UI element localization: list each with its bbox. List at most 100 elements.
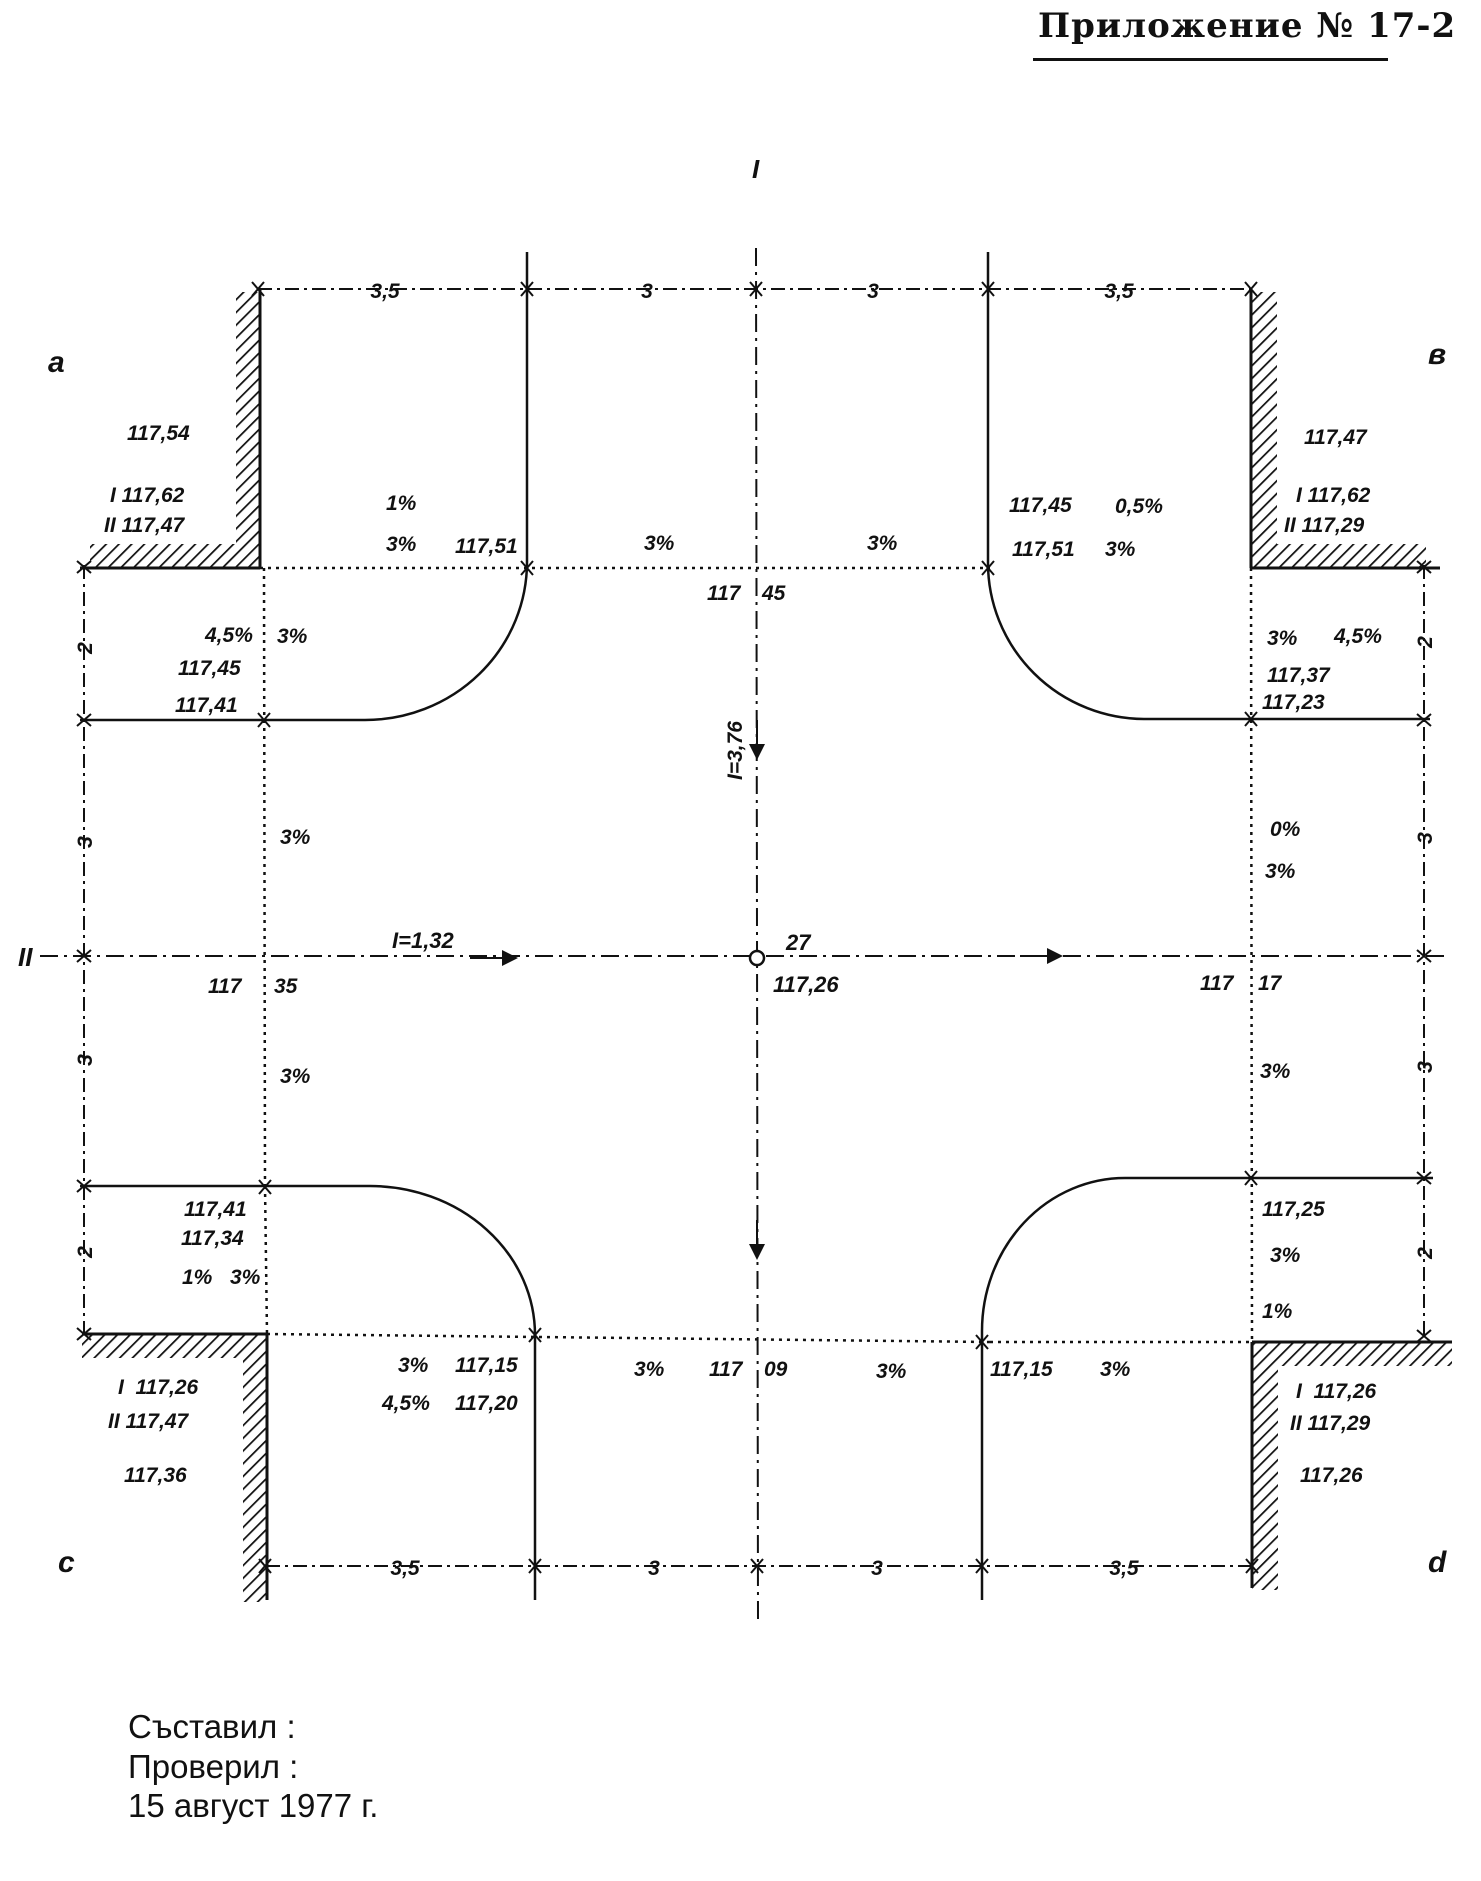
elev-label: 117,41: [175, 694, 238, 717]
elev-label: 117,37: [1267, 664, 1331, 687]
elev-label: 117: [709, 1358, 744, 1381]
slope-label: 3%: [277, 625, 308, 648]
slope-label: 3%: [1270, 1244, 1301, 1267]
elev-label: II 117,29: [1290, 1412, 1370, 1435]
slope-label: 3%: [876, 1360, 907, 1383]
dim-bottom-3: 3: [871, 1557, 883, 1580]
corner-label-d: d: [1428, 1546, 1447, 1579]
slope-label: 4,5%: [381, 1392, 430, 1415]
elev-label: 117,20: [455, 1392, 518, 1415]
slope-label: 3%: [1265, 860, 1296, 883]
slope-label: 3%: [280, 826, 311, 849]
dim-left-3: 3: [74, 1054, 97, 1066]
elev-label: 117,51: [1012, 538, 1075, 561]
road-edges: [80, 252, 1433, 1600]
slope-label: 3%: [1105, 538, 1136, 561]
dim-left-4: 2: [74, 1246, 97, 1259]
slope-label: 3%: [398, 1354, 429, 1377]
corner-label-v: в: [1428, 338, 1446, 371]
slope-label: 3%: [1260, 1060, 1291, 1083]
elev-label: 35: [274, 975, 298, 998]
elev-label: 17: [1258, 972, 1283, 995]
elev-label: II 117,47: [108, 1410, 189, 1433]
annotations: 117,54 I 117,62 II 117,47 1% 3% 117,51 3…: [104, 422, 1382, 1487]
dotted-lines: [260, 566, 1254, 1344]
slope-label: 3%: [1100, 1358, 1131, 1381]
elev-label: 117,34: [181, 1227, 244, 1250]
dim-top-2: 3: [641, 280, 653, 303]
dim-right-1: 2: [1414, 636, 1437, 649]
elev-label: 117,54: [127, 422, 190, 445]
slope-label: 3%: [634, 1358, 665, 1381]
axis-label-vertical: I: [752, 154, 760, 184]
dim-left-1: 2: [74, 642, 97, 655]
slope-label: 0,5%: [1115, 495, 1163, 518]
slope-vertical-label: I=3,76: [724, 721, 747, 780]
dim-top-4: 3,5: [1104, 280, 1134, 303]
slope-label: 4,5%: [1333, 625, 1382, 648]
elev-label: I 117,62: [1296, 484, 1371, 507]
elev-label: 117: [208, 975, 243, 998]
slope-label: 3%: [386, 533, 417, 556]
corner-label-c: c: [58, 1546, 75, 1579]
elev-label: II 117,47: [104, 514, 185, 537]
elev-label: 117,36: [124, 1464, 187, 1487]
elev-label: 117,47: [1304, 426, 1368, 449]
dim-right-4: 2: [1414, 1247, 1437, 1260]
dimension-values: 3,5 3 3 3,5 3,5 3 3 3,5 2 3 3 2 2 3 3 2: [74, 280, 1437, 1580]
footer-compiled: Съставил :: [128, 1708, 296, 1745]
elev-label: I 117,26: [1296, 1380, 1376, 1403]
slope-label: 1%: [1262, 1300, 1293, 1323]
dim-bottom-1: 3,5: [390, 1557, 420, 1580]
dim-right-2: 3: [1414, 832, 1437, 844]
slope-label: 1%: [182, 1266, 213, 1289]
elev-label: I 117,26: [118, 1376, 198, 1399]
elev-label: 45: [761, 582, 786, 605]
wall-top-right: [1249, 290, 1440, 570]
elev-label: 117,23: [1262, 691, 1325, 714]
slope-label: 3%: [644, 532, 675, 555]
center-point: [748, 949, 766, 967]
center-marker: 27: [785, 930, 812, 955]
elev-label: 117,25: [1262, 1198, 1325, 1221]
elev-label: 117,15: [990, 1358, 1053, 1381]
title-underline: [1033, 58, 1388, 61]
elev-label: 117: [1200, 972, 1235, 995]
wall-top-left: [80, 290, 262, 570]
elev-label: 117,45: [178, 657, 241, 680]
elev-label: 117,26: [1300, 1464, 1363, 1487]
dim-top-3: 3: [867, 280, 879, 303]
slope-label: 3%: [1267, 627, 1298, 650]
center-elevation: 117,26: [773, 972, 839, 997]
dim-top-1: 3,5: [370, 280, 400, 303]
slope-label: 3%: [230, 1266, 261, 1289]
dim-left-2: 3: [74, 836, 97, 848]
slope-label: 4,5%: [204, 624, 253, 647]
dimension-lines: [83, 288, 1425, 1567]
elev-label: 09: [764, 1358, 788, 1381]
slope-label: 3%: [280, 1065, 311, 1088]
slope-label: 0%: [1270, 818, 1301, 841]
elev-label: 117,15: [455, 1354, 518, 1377]
corner-label-a: a: [48, 346, 65, 379]
tick-marks: [76, 281, 1432, 1574]
slope-label: 3%: [867, 532, 898, 555]
slope-arrows: [470, 720, 1063, 1260]
footer-checked: Проверил :: [128, 1748, 299, 1785]
footer-date: 15 август 1977 г.: [128, 1787, 379, 1824]
elev-label: II 117,29: [1284, 514, 1364, 537]
slope-horizontal-label: I=1,32: [392, 928, 455, 953]
axis-label-horizontal: II: [18, 942, 33, 972]
elev-label: 117,45: [1009, 494, 1072, 517]
dim-bottom-4: 3,5: [1109, 1557, 1139, 1580]
elev-label: 117,41: [184, 1198, 247, 1221]
slope-label: 1%: [386, 492, 417, 515]
dim-bottom-2: 3: [648, 1557, 660, 1580]
elev-label: 117: [707, 582, 742, 605]
dim-right-3: 3: [1414, 1061, 1437, 1073]
wall-bottom-left: [82, 1332, 269, 1602]
page-title: Приложение № 17-2: [1038, 6, 1457, 46]
elev-label: 117,51: [455, 535, 518, 558]
axis-lines: [40, 247, 1450, 1621]
